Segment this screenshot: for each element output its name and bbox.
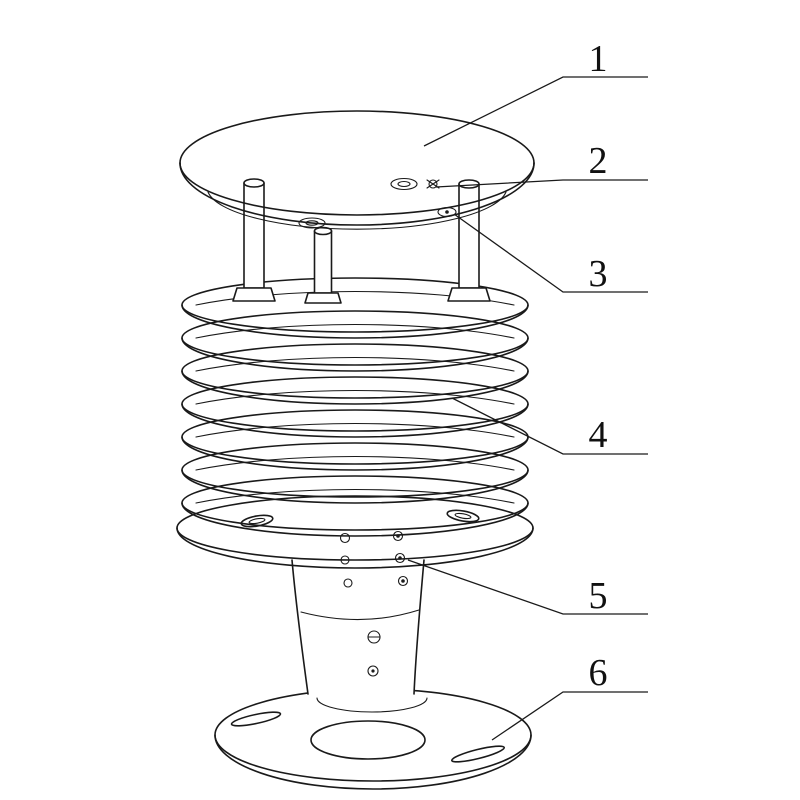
base-plate-slot-left-inner	[248, 517, 266, 525]
cone-body	[291, 559, 425, 695]
fitting-outer-ring	[390, 177, 418, 191]
louver-top-surface-curve	[195, 356, 515, 372]
vent-hole	[340, 555, 350, 565]
support-post-left	[232, 178, 276, 302]
callout-1: 1	[423, 38, 648, 147]
louver-plate	[181, 376, 529, 438]
callout-number-6: 6	[589, 652, 608, 694]
bottom-plate-center-hole	[310, 720, 426, 760]
leader-line-3	[453, 213, 648, 293]
post-body	[243, 182, 265, 289]
vent-hole	[343, 578, 353, 588]
callout-number-4: 4	[589, 414, 608, 456]
cap-dome-top	[179, 110, 535, 164]
louver-top-surface-curve	[195, 389, 515, 405]
louver-plate	[181, 409, 529, 471]
fitting-inner-ring	[305, 220, 319, 226]
cone-left-edge	[291, 559, 309, 695]
support-post-middle	[304, 226, 342, 304]
louver-rim	[181, 304, 529, 339]
base-plate-slot-right-inner	[454, 512, 472, 520]
vent-hole	[339, 532, 351, 544]
fitting-center-dot	[445, 210, 449, 214]
underside-fitting-screw	[437, 206, 457, 218]
post-top-cap	[458, 179, 480, 189]
louver-rim	[181, 337, 529, 372]
bottom-plate-rim	[214, 734, 532, 790]
underside-fitting-left	[298, 217, 326, 229]
cone-screw-lower	[367, 665, 379, 677]
callout-6: 6	[491, 652, 648, 741]
cone-body-fill	[292, 560, 424, 694]
cone-right-edge	[413, 559, 425, 695]
cone-seam-line	[300, 609, 420, 621]
callout-number-1: 1	[589, 38, 608, 80]
callout-number-5: 5	[589, 575, 608, 617]
cap-underside-fittings	[298, 177, 457, 229]
vent-hole	[397, 575, 409, 587]
base-plate-slot-right	[446, 509, 480, 523]
support-posts	[232, 178, 491, 304]
callout-number-3: 3	[589, 253, 608, 295]
callout-2: 2	[435, 140, 648, 188]
leader-line-2	[435, 179, 648, 188]
leader-line-6	[491, 691, 648, 741]
fitting-bolt	[428, 179, 438, 189]
post-top-cap	[243, 178, 265, 188]
bottom-mounting-plate	[214, 688, 532, 790]
callout-number-2: 2	[589, 140, 608, 182]
fitting-inner-ring	[397, 180, 411, 188]
louver-rim	[181, 436, 529, 471]
fitting-outer-ring	[437, 206, 457, 218]
post-top-cap	[313, 226, 333, 236]
louver-plate	[181, 475, 529, 537]
vent-hole-dot	[401, 579, 405, 583]
post-foot	[304, 292, 342, 304]
louver-base-plate	[176, 495, 534, 569]
leader-line-1	[423, 76, 648, 147]
post-body	[458, 183, 480, 289]
louver-top-surface-curve	[195, 488, 515, 504]
callout-5: 5	[407, 559, 648, 617]
post-foot	[232, 287, 276, 302]
callout-3: 3	[453, 213, 648, 295]
fitting-outer-ring	[298, 217, 326, 229]
louver-rim	[181, 370, 529, 405]
louver-top-surface-curve	[195, 455, 515, 471]
louver-top-surface-curve	[195, 422, 515, 438]
louver-stack	[181, 277, 529, 537]
vent-hole	[394, 552, 406, 564]
louver-plate	[181, 442, 529, 504]
louver-rim	[181, 403, 529, 438]
louver-top-surface-curve	[195, 323, 515, 339]
callouts: 1 2 3 4 5 6	[407, 38, 648, 741]
bottom-plate-slot-right	[450, 745, 506, 763]
vent-hole-dot	[398, 556, 402, 560]
leader-line-4	[451, 397, 648, 455]
callout-4: 4	[451, 397, 648, 456]
louver-plate	[181, 343, 529, 405]
cap-lower-edge	[179, 162, 535, 216]
cone-vent-holes	[339, 530, 409, 588]
cap-underside-plate-edge	[207, 191, 507, 230]
column-base-junction-arc	[316, 697, 428, 713]
post-foot	[447, 287, 491, 302]
louver-rim	[181, 502, 529, 537]
underside-fitting-sensor	[390, 177, 440, 191]
louver-rim	[181, 469, 529, 504]
post-body	[313, 230, 333, 294]
bottom-plate-slot-left	[230, 711, 282, 727]
base-plate-rim	[176, 527, 534, 569]
cap-rim-thickness	[179, 162, 535, 226]
louver-plate	[181, 310, 529, 372]
cone-screw-lower-dot	[371, 669, 375, 673]
top-cap	[179, 110, 535, 230]
leader-line-5	[407, 559, 648, 615]
base-plate-top-surface	[176, 495, 534, 561]
